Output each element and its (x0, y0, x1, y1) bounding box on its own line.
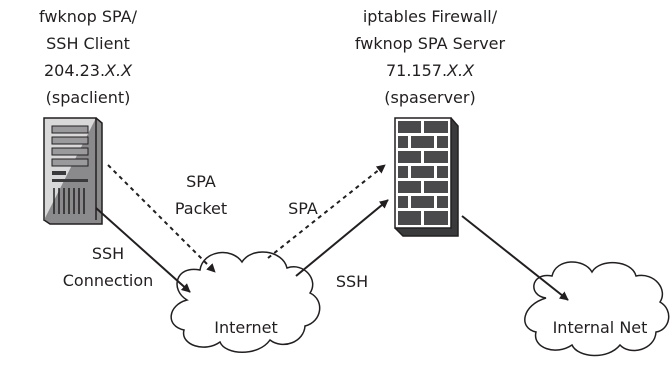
client-hostname: (spaclient) (46, 88, 131, 107)
spa-to-server-arrow (267, 164, 386, 259)
server-ip-address: 71.157.X.X (386, 61, 475, 80)
ssh-connection-label-line2: Connection (63, 271, 154, 290)
client-ip-address: 204.23.X.X (44, 61, 133, 80)
firewall-icon (394, 117, 459, 237)
spa-packet-label-line2: Packet (175, 199, 227, 218)
spa-to-server-label: SPA (288, 199, 318, 218)
internet-cloud (170, 251, 321, 353)
ssh-to-server-label: SSH (336, 272, 368, 291)
spa-packet-label-line1: SPA (186, 172, 216, 191)
internal-net-cloud (524, 261, 670, 357)
client-computer-icon (43, 117, 103, 225)
server-hostname: (spaserver) (384, 88, 475, 107)
ssh-connection-arrow (95, 207, 191, 293)
internet-label: Internet (214, 318, 278, 337)
client-title-line1: fwknop SPA/ (39, 7, 138, 26)
ssh-connection-label-line1: SSH (92, 244, 124, 263)
ssh-to-server-arrow (295, 199, 389, 277)
server-title-line2: fwknop SPA Server (355, 34, 506, 53)
spa-packet-arrow (107, 164, 216, 273)
internal-net-label: Internal Net (553, 318, 648, 337)
client-title-line2: SSH Client (46, 34, 130, 53)
server-title-line1: iptables Firewall/ (363, 7, 498, 26)
firewall-to-internal-net-arrow (461, 215, 569, 301)
